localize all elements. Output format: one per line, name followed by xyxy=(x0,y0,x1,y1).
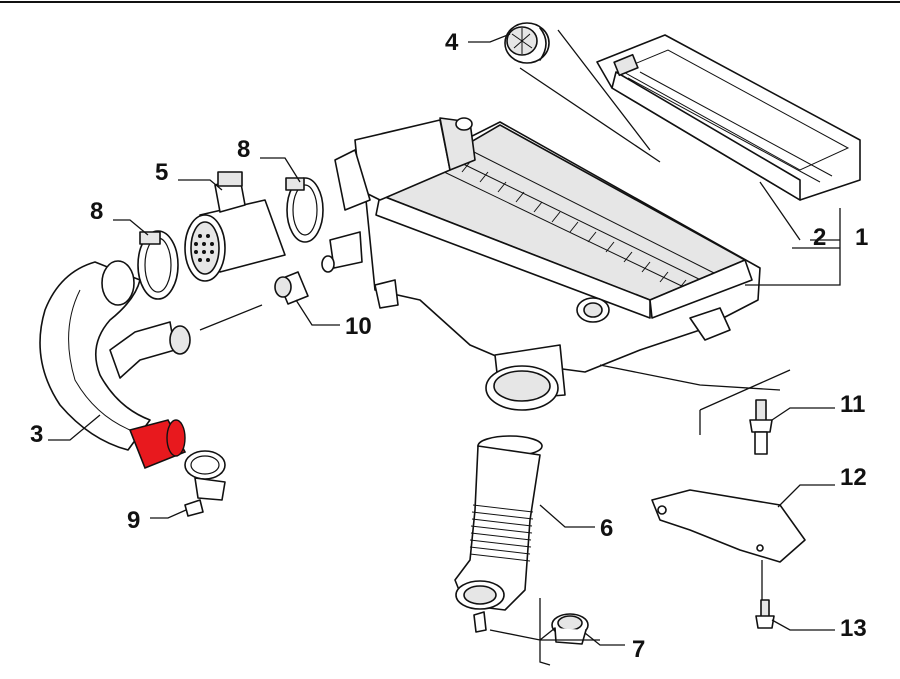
part-3-intake-hose[interactable] xyxy=(39,260,191,470)
part-9-hose-clamp[interactable] xyxy=(184,450,226,517)
callout-1: 1 xyxy=(855,224,868,251)
callout-8-upper: 8 xyxy=(237,136,250,163)
callout-13: 13 xyxy=(840,615,867,642)
callout-10: 10 xyxy=(345,313,372,340)
leader-lines xyxy=(48,29,841,666)
callout-5: 5 xyxy=(155,159,168,186)
callout-labels: 4 5 8 8 10 3 9 2 1 11 12 13 6 7 xyxy=(30,29,868,663)
callout-6: 6 xyxy=(600,515,613,542)
part-10-cap[interactable] xyxy=(274,271,309,305)
part-5-maf-sensor[interactable] xyxy=(184,171,286,282)
part-12-bracket[interactable] xyxy=(651,489,806,563)
callout-12: 12 xyxy=(840,464,867,491)
part-1-air-filter-housing[interactable] xyxy=(321,117,761,411)
callout-11: 11 xyxy=(840,391,865,418)
callout-7: 7 xyxy=(632,636,645,663)
callout-3: 3 xyxy=(30,421,43,448)
callout-2: 2 xyxy=(813,224,826,251)
callout-8-left: 8 xyxy=(90,198,103,225)
part-8-clamp-upper[interactable] xyxy=(285,177,324,243)
part-4-grommet[interactable] xyxy=(504,22,550,64)
part-2-air-filter-element[interactable] xyxy=(596,34,861,201)
part-8-clamp-left[interactable] xyxy=(137,230,179,300)
hose-end-rim xyxy=(166,419,186,457)
callout-9: 9 xyxy=(127,507,140,534)
callout-4: 4 xyxy=(445,29,459,56)
part-13-screw[interactable] xyxy=(755,599,775,629)
part-6-corrugated-duct[interactable] xyxy=(454,435,543,633)
part-11-stud[interactable] xyxy=(749,399,773,455)
